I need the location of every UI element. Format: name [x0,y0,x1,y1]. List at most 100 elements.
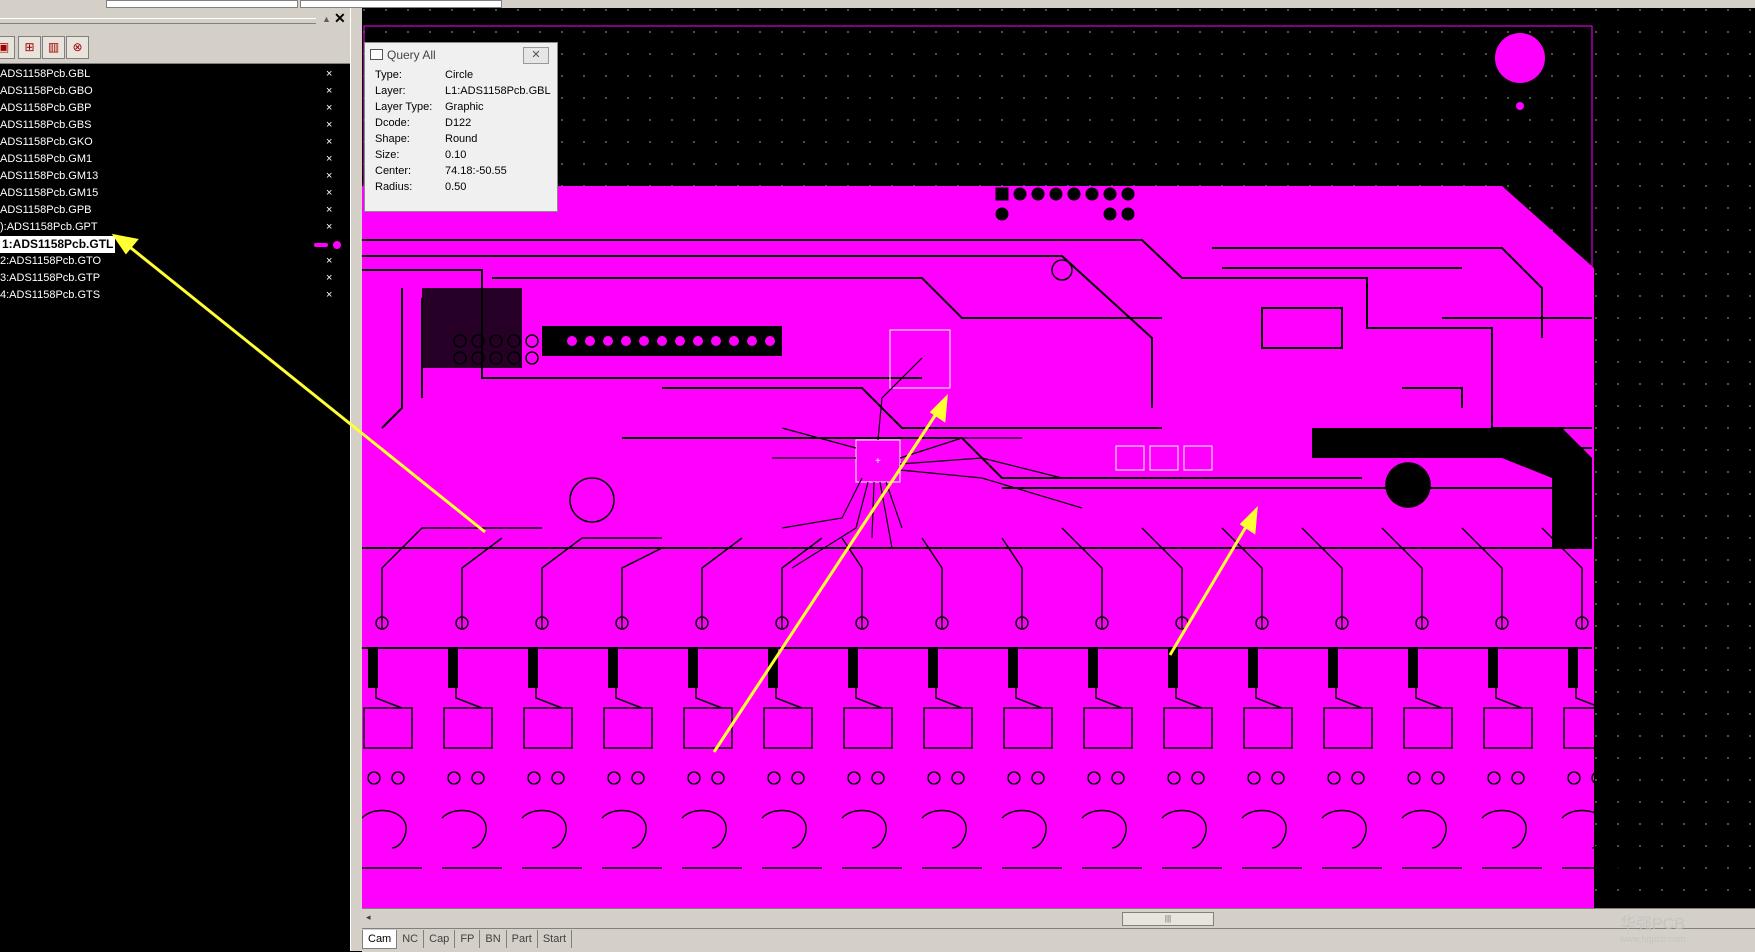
header-pins [567,336,775,346]
layer-row[interactable]: 2:ADS1158Pcb.GTO × [0,253,350,270]
scroll-left-icon[interactable]: ◂ [366,912,371,922]
horizontal-scrollbar[interactable]: ◂ ||| [362,908,1755,929]
layer-name: ADS1158Pcb.GM13 [0,170,99,182]
layer-row[interactable]: 1:ADS1158Pcb.GTL [0,236,350,253]
layer-close-icon[interactable]: × [326,272,333,284]
query-title-bar[interactable]: Query All ✕ [365,43,557,67]
layer-close-icon[interactable]: × [326,204,333,216]
trace-outlines [362,239,1592,649]
query-value: D122 [445,117,472,129]
layer-color-dot[interactable] [333,241,341,249]
tab-bn[interactable]: BN [480,930,507,948]
component-box-2 [1149,445,1179,471]
layer-name: 2:ADS1158Pcb.GTO [0,255,102,267]
component-box-1 [1115,445,1145,471]
layer-close-icon[interactable]: × [326,85,333,97]
svg-text:+: + [875,456,881,467]
tab-nc[interactable]: NC [397,930,425,948]
panel-pin-icon[interactable]: ▲ [322,14,331,24]
layer-row[interactable]: ):ADS1158Pcb.GPT× [0,219,350,236]
fanout-traces [772,357,1083,569]
query-close-button[interactable]: ✕ [523,47,549,64]
query-value: Graphic [445,101,484,113]
arrow-to-connector [712,407,942,753]
query-key: Radius: [375,181,413,193]
top-toolbar [0,0,1755,8]
query-row: Radius: 0.50 [365,179,557,195]
layer-row[interactable]: 4:ADS1158Pcb.GTS× [0,287,350,304]
layer-name: ADS1158Pcb.GPB [0,204,92,216]
pcb-view[interactable]: + [362,8,1755,908]
layer-row[interactable]: ADS1158Pcb.GM1× [0,151,350,168]
query-row: Layer Type: Graphic [365,99,557,115]
query-row: Dcode: D122 [365,115,557,131]
layer-close-icon[interactable]: × [326,102,333,114]
tab-fp[interactable]: FP [455,930,481,948]
layer-close-icon[interactable]: × [326,119,333,131]
layer-row[interactable]: ADS1158Pcb.GPB × [0,202,350,219]
layer-close-icon[interactable]: × [326,289,333,301]
layer-tool-button-1[interactable]: ▣ [0,36,15,59]
layer-close-icon[interactable]: × [326,68,333,80]
layer-close-icon[interactable]: × [326,170,333,182]
query-key: Dcode: [375,117,410,129]
layer-close-icon[interactable]: × [326,255,333,267]
watermark-logo: 华强PCB www.hqpcb.com [1620,910,1686,944]
query-row: Layer: L1:ADS1158Pcb.GBL [365,83,557,99]
layer-name: ADS1158Pcb.GBL [0,68,91,80]
query-row: Center:74.18:-50.55 [365,163,557,179]
tab-cap[interactable]: Cap [424,930,456,948]
layer-row[interactable]: ADS1158Pcb.GBL × [0,66,350,83]
layer-row[interactable]: ADS1158Pcb.GKO × [0,134,350,151]
watermark-line1: 华强PCB [1620,916,1685,933]
layer-close-icon[interactable]: × [326,187,333,199]
panel-grip[interactable] [0,18,316,24]
query-key: Center: [375,165,412,177]
layer-name: 3:ADS1158Pcb.GTP [0,272,101,284]
panel-header: ▲ ✕ [0,8,350,32]
layer-row[interactable]: ADS1158Pcb.GM15× [0,185,350,202]
layer-row[interactable]: ADS1158Pcb.GBS× [0,117,350,134]
arrow-head-connector [929,394,948,423]
layer-row[interactable]: ADS1158Pcb.GBO× [0,83,350,100]
layer-name: ADS1158Pcb.GKO [0,136,93,148]
query-key: Shape: [375,133,410,145]
tab-part[interactable]: Part [507,930,538,948]
query-value: 0.50 [445,181,467,193]
query-key: Layer: [375,85,406,97]
query-value: Round [445,133,478,145]
delete-layer-icon[interactable]: ⊗ [66,36,89,59]
layer-row[interactable]: ADS1158Pcb.GM13 × [0,168,350,185]
view-combo[interactable] [300,0,502,8]
mounting-hole-top-right [1495,33,1545,83]
layer-stack-icon[interactable]: ▥ [42,36,65,59]
pcb-canvas[interactable]: + [362,8,1755,908]
layer-close-icon[interactable]: × [326,136,333,148]
tab-start[interactable]: Start [538,930,573,948]
layer-row[interactable]: ADS1158Pcb.GBP× [0,100,350,117]
layer-name: 1:ADS1158Pcb.GTL [0,236,116,253]
layers-toolbar: ▣ ⊞ ▥ ⊗ [0,32,350,64]
layer-row[interactable]: 3:ADS1158Pcb.GTP × [0,270,350,287]
layer-close-icon[interactable]: × [326,221,333,233]
query-row: Shape: Round [365,131,557,147]
scroll-thumb[interactable]: ||| [1122,912,1214,926]
add-layer-icon[interactable]: ⊞ [18,36,41,59]
dark-pads [368,648,1578,688]
query-value: L1:ADS1158Pcb.GBL [445,85,551,97]
tab-cam[interactable]: Cam [362,930,398,949]
dark-block [422,288,522,368]
connector-outline [889,329,951,389]
layer-combo[interactable] [106,0,298,8]
top-pad-row [995,187,1135,221]
dark-slot [1312,428,1592,548]
query-value: Circle [445,69,474,81]
query-row: Type:Circle [365,67,557,83]
panel-close-button[interactable]: ✕ [334,10,346,26]
query-key: Layer Type: [375,101,433,113]
layer-close-icon[interactable]: × [326,153,333,165]
